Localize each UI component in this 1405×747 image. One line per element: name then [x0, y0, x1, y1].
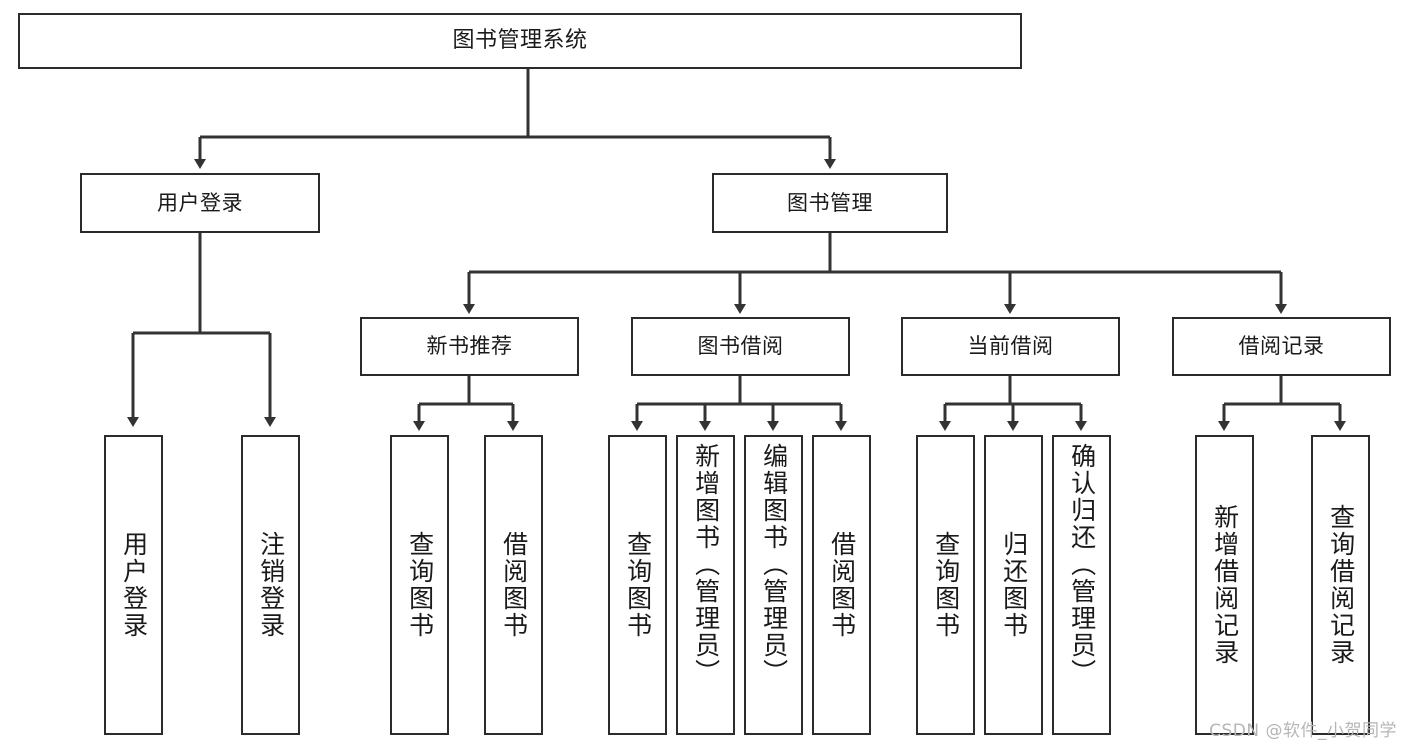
node-new-book-recommend[interactable]: 新书推荐 — [360, 317, 579, 376]
leaf-current-borrow-query[interactable]: 查询图书 — [916, 435, 975, 735]
node-current-borrow[interactable]: 当前借阅 — [901, 317, 1120, 376]
leaf-book-borrow-edit[interactable]: 编辑图书（管理员） — [744, 435, 803, 735]
node-book-management[interactable]: 图书管理 — [712, 173, 948, 233]
leaf-borrow-record-add-label: 新增借阅记录 — [1210, 504, 1240, 666]
node-user-login-label: 用户登录 — [157, 190, 243, 215]
leaf-user-login-login[interactable]: 用户登录 — [104, 435, 163, 735]
leaf-current-borrow-confirm[interactable]: 确认归还（管理员） — [1052, 435, 1111, 735]
leaf-current-borrow-return[interactable]: 归还图书 — [984, 435, 1043, 735]
leaf-borrow-record-query[interactable]: 查询借阅记录 — [1311, 435, 1370, 735]
leaf-user-login-login-label: 用户登录 — [119, 531, 149, 639]
leaf-book-borrow-query[interactable]: 查询图书 — [608, 435, 667, 735]
leaf-book-borrow-borrow[interactable]: 借阅图书 — [812, 435, 871, 735]
node-book-borrow[interactable]: 图书借阅 — [631, 317, 850, 376]
node-book-management-label: 图书管理 — [787, 190, 873, 215]
leaf-user-login-logout-label: 注销登录 — [256, 531, 286, 639]
leaf-book-borrow-borrow-label: 借阅图书 — [827, 531, 857, 639]
leaf-borrow-record-query-label: 查询借阅记录 — [1326, 504, 1356, 666]
leaf-new-book-query[interactable]: 查询图书 — [390, 435, 449, 735]
leaf-new-book-borrow-label: 借阅图书 — [499, 531, 529, 639]
leaf-book-borrow-add[interactable]: 新增图书（管理员） — [676, 435, 735, 735]
node-borrow-record[interactable]: 借阅记录 — [1172, 317, 1391, 376]
node-root-system[interactable]: 图书管理系统 — [18, 13, 1022, 69]
leaf-book-borrow-add-label: 新增图书（管理员） — [691, 443, 721, 686]
node-new-book-recommend-label: 新书推荐 — [426, 334, 513, 359]
leaf-new-book-borrow[interactable]: 借阅图书 — [484, 435, 543, 735]
leaf-book-borrow-edit-label: 编辑图书（管理员） — [759, 443, 789, 686]
leaf-borrow-record-add[interactable]: 新增借阅记录 — [1195, 435, 1254, 735]
node-borrow-record-label: 借阅记录 — [1238, 334, 1325, 359]
node-current-borrow-label: 当前借阅 — [967, 334, 1054, 359]
leaf-current-borrow-query-label: 查询图书 — [931, 531, 961, 639]
leaf-current-borrow-return-label: 归还图书 — [999, 531, 1029, 639]
node-book-borrow-label: 图书借阅 — [697, 334, 784, 359]
node-root-system-label: 图书管理系统 — [452, 28, 588, 54]
leaf-current-borrow-confirm-label: 确认归还（管理员） — [1067, 443, 1097, 686]
leaf-user-login-logout[interactable]: 注销登录 — [241, 435, 300, 735]
node-user-login[interactable]: 用户登录 — [80, 173, 320, 233]
leaf-book-borrow-query-label: 查询图书 — [623, 531, 653, 639]
leaf-new-book-query-label: 查询图书 — [405, 531, 435, 639]
